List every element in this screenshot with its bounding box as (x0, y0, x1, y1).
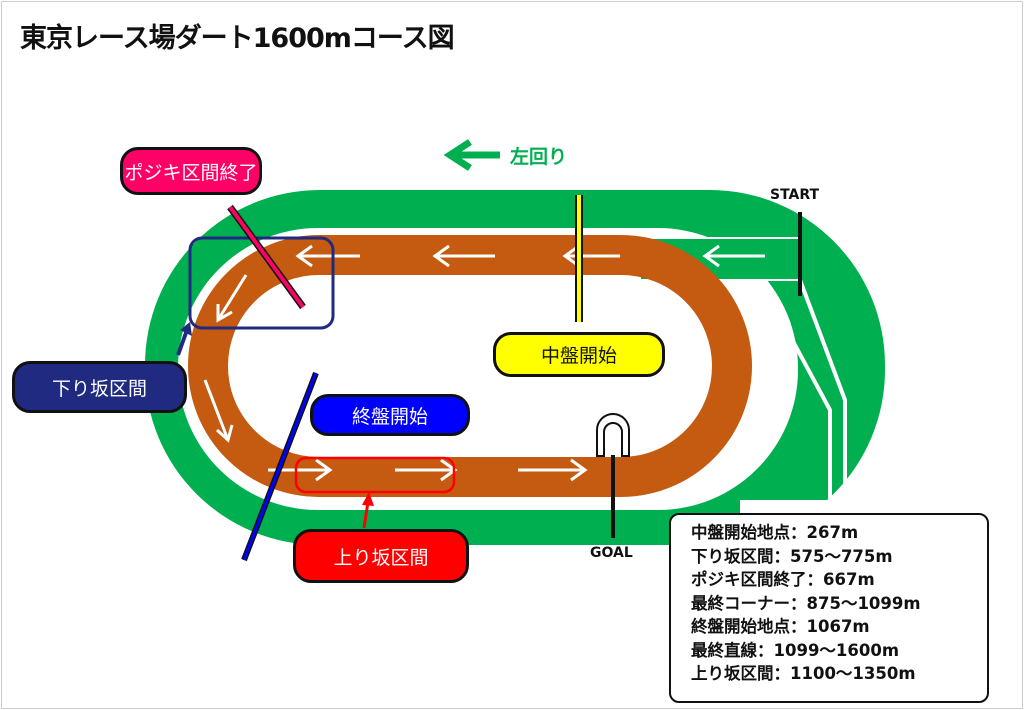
info-line: 上り坂区間：1100〜1350m (691, 664, 916, 683)
direction-label: 左回り (510, 145, 567, 168)
page-title: 東京レース場ダート1600mコース図 (20, 23, 455, 54)
downhill-zone (188, 236, 335, 330)
goal-post-icon (596, 413, 630, 457)
info-line: 中盤開始地点：267m (691, 523, 859, 542)
info-line: 最終直線：1099〜1600m (691, 640, 900, 660)
downhill-label: 下り坂区間 (12, 361, 187, 413)
info-line: 最終コーナー：875〜1099m (691, 593, 921, 613)
goal-label: GOAL (590, 545, 633, 561)
pojiki-end-label: ポジキ区間終了 (120, 147, 262, 195)
endgame-start-label: 終盤開始 (310, 394, 470, 436)
info-line: ポジキ区間終了：667m (691, 570, 875, 589)
left-arrow-icon (443, 139, 500, 171)
info-line: 終盤開始地点：1067m (691, 617, 870, 636)
midgame-start-label: 中盤開始 (493, 332, 665, 377)
uphill-label: 上り坂区間 (293, 529, 469, 583)
start-label: START (770, 187, 820, 203)
uphill-zone (294, 456, 456, 494)
course-info-box: 中盤開始地点：267m 下り坂区間：575〜775m ポジキ区間終了：667m … (669, 513, 989, 703)
info-line: 下り坂区間：575〜775m (691, 546, 893, 566)
